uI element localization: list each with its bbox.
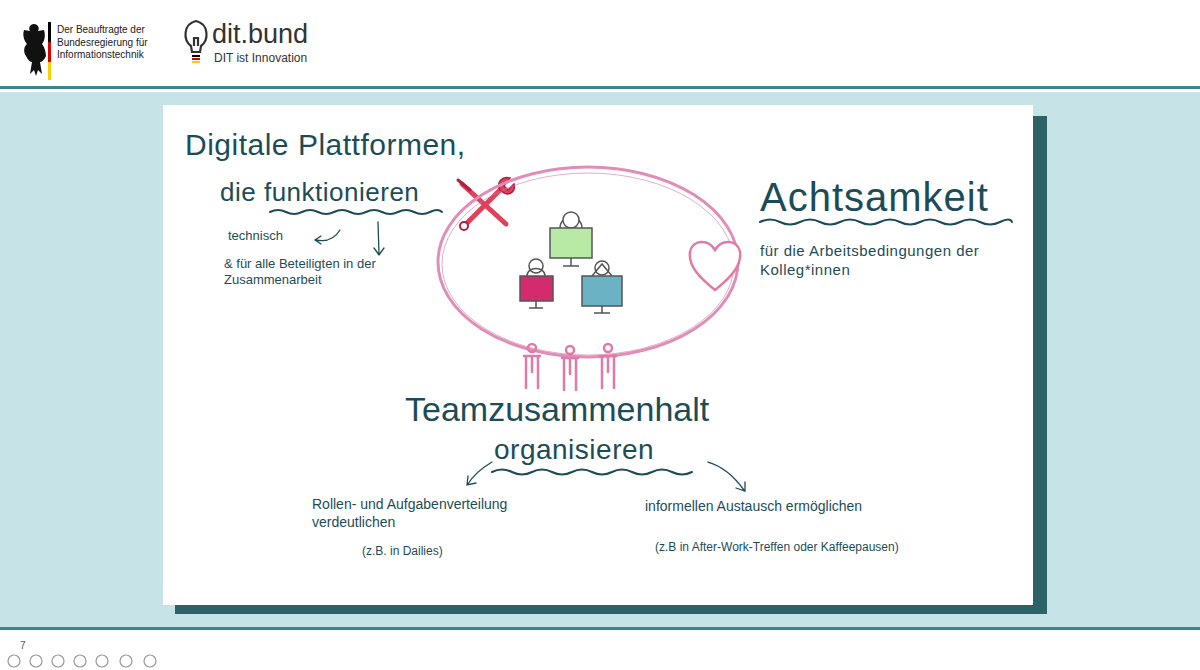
heading-text: Teamzusammenhalt [405, 388, 709, 431]
tools-icon [458, 178, 514, 230]
computer-person [520, 259, 553, 308]
brand-name: dit.bund [212, 18, 308, 52]
note-text: (z.B. in Dailies) [362, 544, 443, 559]
card [163, 105, 1033, 605]
note-text: Rollen- und Aufgabenverteilung verdeutli… [312, 496, 592, 531]
team-ellipse [442, 173, 734, 355]
wavy-underline [492, 470, 692, 475]
note-text: technisch [228, 228, 283, 244]
sketch-arrow [467, 462, 492, 485]
flag-red [48, 42, 51, 62]
heading-text: organisieren [494, 432, 654, 467]
authority-name: Der Beauftragte der Bundesregierung für … [57, 24, 175, 62]
note-text: & für alle Beteiligten in der Zusammenar… [224, 256, 414, 289]
slide-number: 7 [20, 640, 26, 653]
computer-person [582, 261, 622, 313]
flag-gold [48, 62, 51, 80]
bulb-bar [192, 58, 200, 60]
heading-text: Achtsamkeit [760, 172, 989, 222]
eagle-logo [23, 24, 46, 76]
sketch-arrow [315, 230, 340, 244]
bulb-bar [192, 55, 200, 57]
note-text: für die Arbeitsbedingungen der Kolleg*in… [760, 242, 1025, 280]
sketch-arrow [374, 222, 384, 255]
teal-ground [0, 92, 1200, 628]
heading-text: die funktionieren [220, 176, 419, 209]
bulb-logo [186, 21, 207, 52]
wavy-underline [270, 210, 442, 214]
top-rule [0, 86, 1200, 89]
sketch-arrow [708, 462, 745, 491]
holding-figures [524, 344, 616, 390]
note-text: informellen Austausch ermöglichen [645, 498, 875, 516]
heading-text: Digitale Plattformen, [185, 126, 466, 164]
slide-controls [8, 655, 156, 667]
bottom-rule [0, 627, 1200, 630]
wavy-underline [760, 220, 1012, 225]
note-text: (z.B in After-Work-Treffen oder Kaffeepa… [655, 540, 905, 555]
bulb-bar [192, 61, 200, 63]
heart-icon [690, 242, 740, 290]
computer-person [550, 212, 592, 266]
flag-black [48, 22, 51, 42]
brand-tagline: DIT ist Innovation [214, 51, 307, 66]
